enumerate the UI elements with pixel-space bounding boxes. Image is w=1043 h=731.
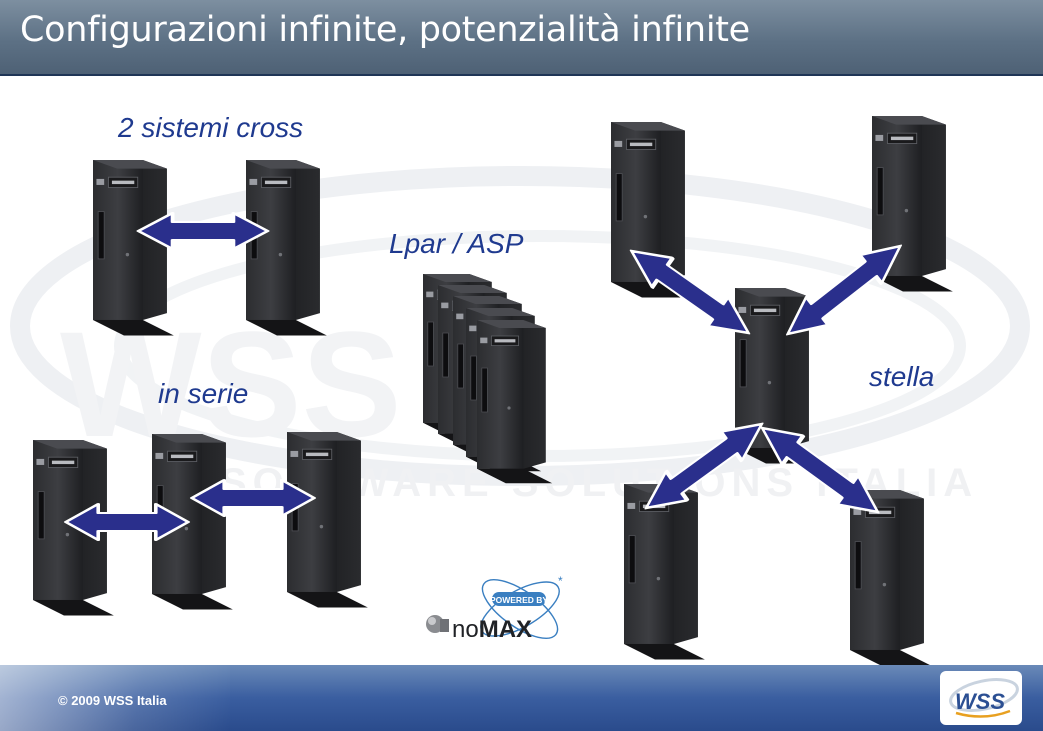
label-stella: stella (869, 361, 935, 392)
arrow-stella-bottom-right (749, 411, 891, 529)
footer-bar: © 2009 WSS Italia (0, 665, 1043, 731)
powered-by-nomax-logo: * POWERED BY noMAX (426, 574, 563, 643)
slide-title: Configurazioni infinite, potenzialità in… (20, 10, 750, 50)
label-cross: 2 sistemi cross (118, 112, 304, 143)
label-serie: in serie (158, 378, 249, 409)
footer-sheen (0, 665, 230, 731)
server-serie-3 (286, 431, 369, 608)
nomax-brand-bold: MAX (479, 616, 532, 643)
arrow-stella-top-right (774, 230, 914, 350)
arrow-stella-bottom-left (633, 407, 775, 525)
label-lpar: Lpar / ASP (389, 228, 524, 259)
wss-logo-text: WSS (955, 689, 1005, 714)
nomax-brand-light: no (452, 616, 479, 643)
server-stella-bottom-left (623, 483, 706, 660)
server-cross-left (92, 159, 175, 336)
svg-text:noMAX: noMAX (452, 616, 532, 643)
wss-logo-icon: WSS (940, 671, 1022, 725)
powered-by-text: POWERED BY (490, 595, 548, 605)
title-bar: Configurazioni infinite, potenzialità in… (0, 0, 1043, 76)
server-stella-bottom-right (849, 489, 932, 666)
server-lpar-5 (476, 319, 553, 484)
server-cross-right (245, 159, 328, 336)
copyright-text: © 2009 WSS Italia (58, 693, 167, 708)
svg-text:*: * (558, 574, 563, 588)
